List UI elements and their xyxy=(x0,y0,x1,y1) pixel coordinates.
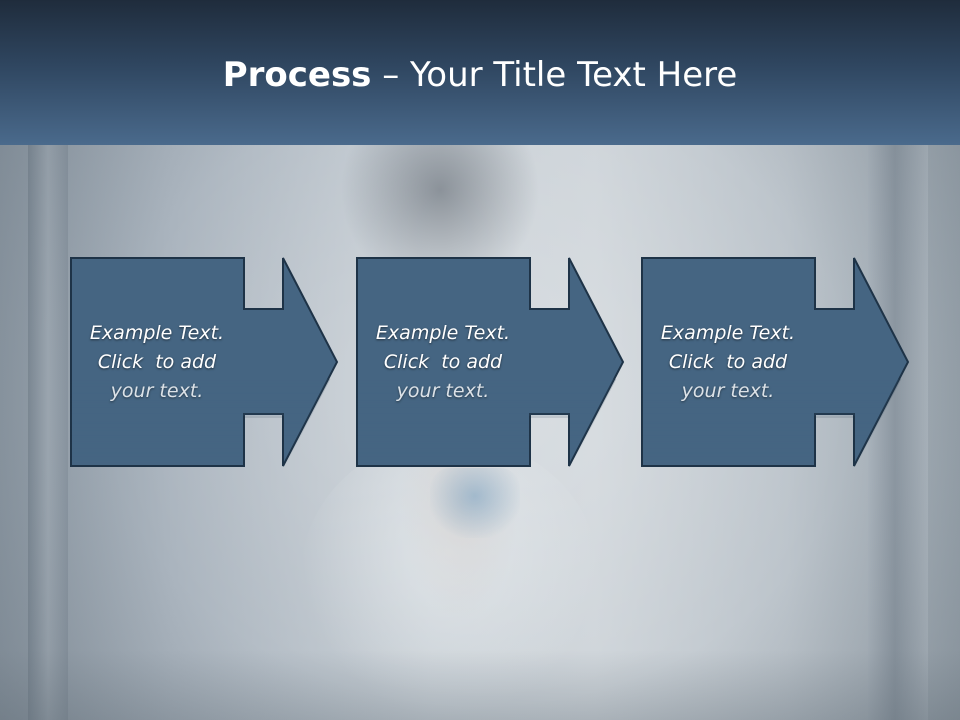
process-step-3[interactable]: Example Text. Click to add your text. xyxy=(641,257,910,467)
process-step-shape xyxy=(641,257,910,467)
process-step-text[interactable]: Example Text. Click to add your text. xyxy=(70,257,244,467)
step-text-line: Example Text. xyxy=(89,321,225,344)
step-text-line: Example Text. xyxy=(660,321,796,344)
process-step-text[interactable]: Example Text. Click to add your text. xyxy=(641,257,815,467)
step-text-line: Click to add xyxy=(97,350,217,373)
background-window-frame-left xyxy=(28,145,68,720)
title-band xyxy=(0,0,960,145)
step-text-line: your text. xyxy=(90,377,224,406)
background-mug xyxy=(430,468,520,538)
slide-title[interactable]: Process – Your Title Text Here xyxy=(0,52,960,98)
step-text-line: Click to add xyxy=(383,350,503,373)
background-window-frame-bottom xyxy=(0,650,960,720)
title-bold-part: Process xyxy=(222,55,372,95)
process-step-2-reflection xyxy=(356,259,625,469)
background-window-frame-right xyxy=(868,145,928,720)
process-step-1-reflection xyxy=(70,259,339,469)
step-text-line: Example Text. xyxy=(375,321,511,344)
process-step-2[interactable]: Example Text. Click to add your text. xyxy=(356,257,625,467)
title-rest-part: – Your Title Text Here xyxy=(371,55,738,95)
process-step-3-reflection xyxy=(641,259,910,469)
process-step-text[interactable]: Example Text. Click to add your text. xyxy=(356,257,530,467)
process-step-1[interactable]: Example Text. Click to add your text. xyxy=(70,257,339,467)
process-step-shape xyxy=(70,257,339,467)
step-text-line: your text. xyxy=(376,377,510,406)
step-text-line: your text. xyxy=(661,377,795,406)
process-step-shape xyxy=(356,257,625,467)
step-text-line: Click to add xyxy=(668,350,788,373)
